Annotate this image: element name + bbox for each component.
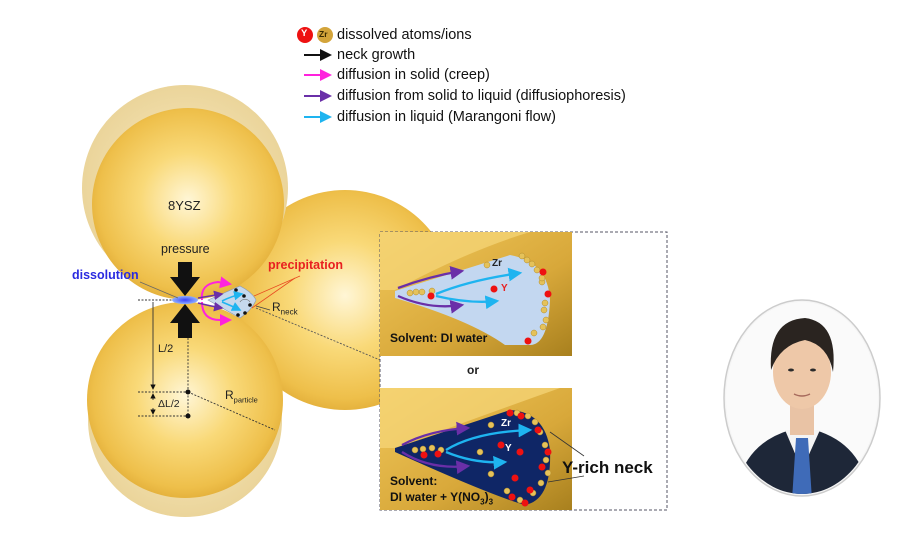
- precipitation-label: precipitation: [268, 258, 344, 272]
- r-particle-label: Rparticle: [225, 388, 258, 404]
- legend-item-marangoni: diffusion in liquid (Marangoni flow): [337, 109, 556, 125]
- marangoni-arrows: [221, 290, 244, 311]
- inset-bottom-panel: [380, 388, 572, 510]
- leader-lines: [139, 275, 301, 311]
- solvent-formula-sub: 3: [488, 497, 494, 507]
- zr-atom-icon: [317, 27, 333, 43]
- diffusiophoresis-arrows: [197, 290, 224, 312]
- callout-line: [547, 475, 585, 483]
- callout-line: [549, 431, 585, 457]
- inset-top-y-label: Y: [501, 283, 508, 294]
- delta-length-label: ΔL/2: [158, 398, 180, 410]
- dissolution-label: dissolution: [72, 268, 139, 282]
- inset-bottom-y-label: Y: [505, 443, 512, 454]
- r-particle-main: R: [225, 388, 234, 402]
- legend-item-diffusiophoresis: diffusion from solid to liquid (diffusio…: [337, 88, 626, 104]
- r-neck-label: Rneck: [272, 300, 298, 316]
- legend-zr-symbol: Zr: [319, 29, 328, 39]
- legend-atoms-label: dissolved atoms/ions: [337, 27, 472, 43]
- inset-top-zr-label: Zr: [492, 258, 502, 269]
- legend-item-creep: diffusion in solid (creep): [337, 67, 490, 83]
- pressure-arrows: [170, 262, 200, 338]
- or-label: or: [467, 363, 479, 377]
- y-rich-neck-label: Y-rich neck: [562, 458, 653, 477]
- inset-bottom-zr-label: Zr: [501, 418, 511, 429]
- solvent-formula-close: ): [484, 490, 489, 504]
- inset-top-panel: [380, 232, 572, 356]
- inset-bottom-solvent-line1: Solvent:: [390, 474, 438, 488]
- r-particle-sub: particle: [233, 395, 258, 405]
- dissolution-zone: [172, 296, 198, 304]
- pressure-label: pressure: [161, 242, 210, 256]
- r-neck-sub: neck: [280, 307, 298, 317]
- y-atom-icon: [297, 27, 313, 43]
- particle-top: [82, 85, 288, 300]
- portrait-photo: [723, 299, 881, 497]
- inset-bottom-solvent-line2: DI water + Y(NO3)3: [390, 490, 493, 506]
- particle-label: 8YSZ: [168, 198, 201, 213]
- legend-y-symbol: Y: [301, 28, 308, 39]
- legend-item-neck-growth: neck growth: [337, 47, 416, 63]
- r-neck-main: R: [272, 300, 281, 314]
- legend-icons: [297, 27, 333, 123]
- particle-bottom: [87, 302, 283, 517]
- dimension-lines: [138, 299, 381, 431]
- solvent-formula-prefix: DI water + Y(NO: [390, 490, 481, 504]
- half-length-label: L/2: [158, 343, 174, 355]
- dim-dot: [185, 413, 191, 419]
- dim-dot: [185, 389, 191, 395]
- solvent-formula-sub: 3: [480, 497, 485, 507]
- inset-top-solvent-label: Solvent: DI water: [390, 331, 488, 345]
